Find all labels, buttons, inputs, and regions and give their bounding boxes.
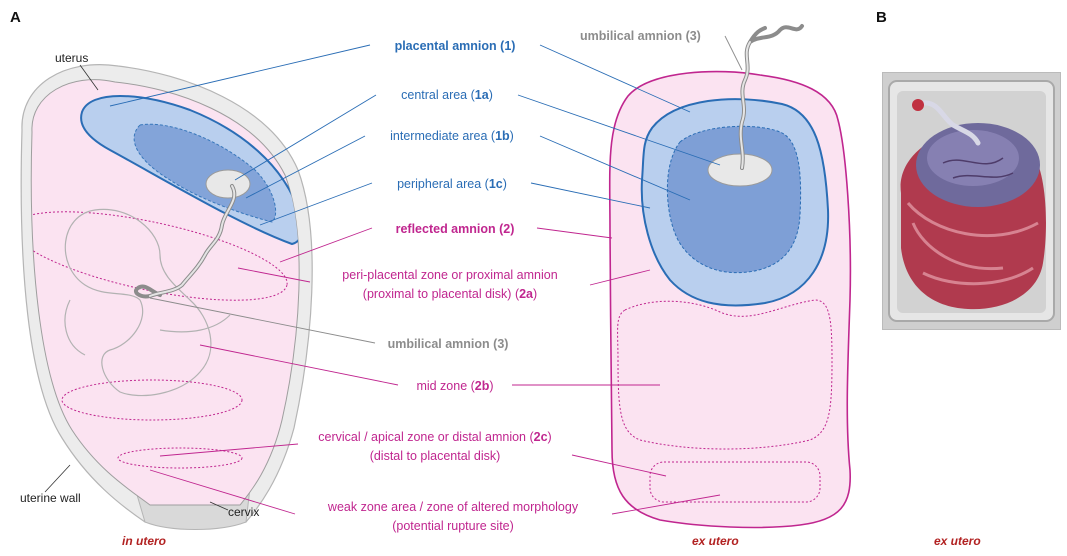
caption-in-utero: in utero: [122, 534, 166, 548]
panel-label-b: B: [876, 9, 887, 26]
label-cervical-zone-line2: (distal to placental disk): [370, 449, 501, 463]
label-mid-zone: mid zone (2b): [416, 379, 493, 393]
caption-ex-utero-photo: ex utero: [934, 534, 981, 548]
label-cervical-zone-line1: cervical / apical zone or distal amnion …: [318, 430, 551, 444]
label-umbilical-amnion-top: umbilical amnion (3): [580, 29, 701, 43]
leader-uterine-wall: [45, 465, 70, 492]
label-periplacental-line2: (proximal to placental disk) (2a): [363, 287, 537, 301]
panel-label-a: A: [10, 9, 21, 26]
label-umbilical-amnion-mid: umbilical amnion (3): [388, 337, 509, 351]
label-uterus: uterus: [55, 51, 88, 65]
label-uterine-wall: uterine wall: [20, 491, 81, 505]
placenta-photo: [882, 72, 1061, 330]
label-periplacental-line1: peri-placental zone or proximal amnion: [342, 268, 557, 282]
placenta-photo-drawing: [883, 73, 1060, 329]
caption-ex-utero-diagram: ex utero: [692, 534, 739, 548]
central-area-in-utero: [206, 170, 250, 198]
central-area-ex-utero: [708, 154, 772, 186]
label-placental-amnion: placental amnion (1): [395, 39, 516, 53]
label-central-area: central area (1a): [401, 88, 493, 102]
label-reflected-amnion: reflected amnion (2): [396, 222, 515, 236]
label-weak-zone-line2: (potential rupture site): [392, 519, 514, 533]
label-peripheral-area: peripheral area (1c): [397, 177, 507, 191]
label-intermediate-area: intermediate area (1b): [390, 129, 514, 143]
intermediate-area-ex-utero: [667, 126, 800, 272]
label-weak-zone-line1: weak zone area / zone of altered morphol…: [327, 500, 579, 514]
label-cervix: cervix: [228, 505, 259, 519]
